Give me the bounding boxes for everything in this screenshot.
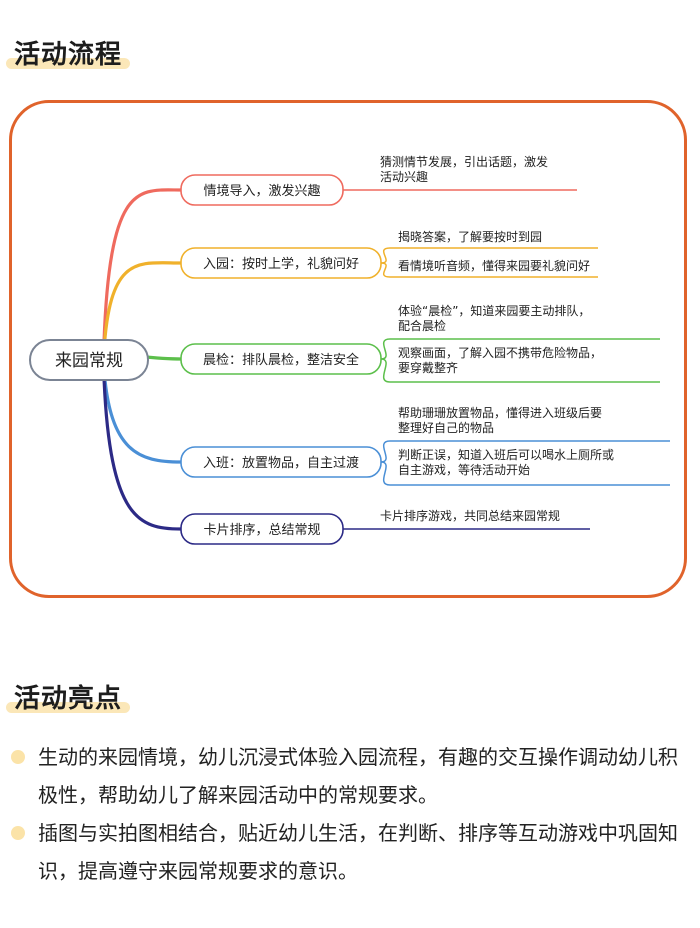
branch-node[interactable]: 卡片排序，总结常规 bbox=[180, 513, 344, 545]
section-title-highlights-text: 活动亮点 bbox=[14, 684, 123, 714]
branch-node-box bbox=[180, 513, 344, 545]
leaf-node: 体验“晨检”，知道来园要主动排队，配合晨检 bbox=[398, 303, 590, 333]
branch-connector bbox=[102, 261, 183, 353]
root-node[interactable]: 来园常规 bbox=[29, 339, 149, 381]
branch-connector bbox=[102, 188, 183, 344]
leaf-text-line: 揭晓答案，了解要按时到园 bbox=[398, 229, 542, 244]
heading-highlight bbox=[6, 58, 131, 69]
leaf-text-line: 看情境听音频，懂得来园要礼貌问好 bbox=[398, 258, 590, 273]
highlight-text: 插图与实拍图相结合，贴近幼儿生活，在判断、排序等互动游戏中巩固知识，提高遵守来园… bbox=[38, 821, 678, 883]
branch-node-label: 卡片排序，总结常规 bbox=[203, 523, 320, 538]
leaf-text-line: 要穿戴整齐 bbox=[398, 360, 458, 375]
leaf-connector bbox=[380, 338, 391, 360]
leaf-text-line: 猜测情节发展，引出话题，激发 bbox=[380, 154, 548, 169]
branch-node-box bbox=[180, 174, 344, 206]
branch-node[interactable]: 入园：按时上学，礼貌问好 bbox=[180, 247, 382, 279]
root-node-box bbox=[29, 339, 149, 381]
heading-highlight bbox=[6, 702, 131, 713]
root-node-label: 来园常规 bbox=[55, 351, 123, 371]
branch-node[interactable]: 晨检：排队晨检，整洁安全 bbox=[180, 343, 382, 375]
leaf-text-line: 判断正误，知道入班后可以喝水上厕所或 bbox=[398, 447, 614, 462]
leaf-connector bbox=[380, 262, 391, 278]
leaf-connector bbox=[380, 461, 391, 486]
mindmap-frame bbox=[9, 100, 687, 598]
highlight-item: 生动的来园情境，幼儿沉浸式体验入园流程，有趣的交互操作调动幼儿积极性，帮助幼儿了… bbox=[0, 738, 700, 814]
branch-node[interactable]: 情境导入，激发兴趣 bbox=[180, 174, 344, 206]
leaf-text-line: 观察画面，了解入园不携带危险物品， bbox=[398, 345, 602, 360]
bullet-dot-icon bbox=[11, 750, 25, 764]
section-title-flow-text: 活动流程 bbox=[14, 40, 123, 70]
leaf-text-line: 整理好自己的物品 bbox=[398, 420, 494, 435]
branch-connector bbox=[102, 367, 183, 464]
branch-node-box bbox=[180, 446, 382, 478]
leaf-text-line: 配合晨检 bbox=[398, 318, 446, 333]
leaf-node: 观察画面，了解入园不携带危险物品，要穿戴整齐 bbox=[398, 345, 602, 375]
leaf-text-line: 自主游戏，等待活动开始 bbox=[398, 463, 530, 477]
leaf-text-line: 卡片排序游戏，共同总结来园常规 bbox=[380, 508, 560, 523]
highlight-text: 生动的来园情境，幼儿沉浸式体验入园流程，有趣的交互操作调动幼儿积极性，帮助幼儿了… bbox=[38, 745, 678, 807]
leaf-node: 卡片排序游戏，共同总结来园常规 bbox=[380, 508, 560, 523]
branch-node-box bbox=[180, 343, 382, 375]
leaf-text-line: 活动兴趣 bbox=[380, 169, 428, 184]
section-title-flow: 活动流程 bbox=[6, 34, 131, 71]
branch-node-box bbox=[180, 247, 382, 279]
branch-node-label: 入班：放置物品，自主过渡 bbox=[203, 455, 359, 471]
leaf-node: 揭晓答案，了解要按时到园 bbox=[398, 229, 542, 244]
highlight-item: 插图与实拍图相结合，贴近幼儿生活，在判断、排序等互动游戏中巩固知识，提高遵守来园… bbox=[0, 814, 700, 890]
branch-node[interactable]: 入班：放置物品，自主过渡 bbox=[180, 446, 382, 478]
section-title-highlights: 活动亮点 bbox=[6, 678, 131, 715]
branch-node-label: 入园：按时上学，礼貌问好 bbox=[203, 256, 359, 272]
branch-node-label: 情境导入，激发兴趣 bbox=[203, 183, 320, 199]
leaf-connector bbox=[380, 440, 391, 463]
leaf-text-line: 体验“晨检”，知道来园要主动排队， bbox=[398, 303, 590, 318]
bullet-dot-icon bbox=[11, 826, 25, 840]
leaf-text-line: 帮助珊珊放置物品，懂得进入班级后要 bbox=[398, 405, 602, 420]
branch-node-label: 晨检：排队晨检，整洁安全 bbox=[203, 352, 359, 368]
leaf-node: 看情境听音频，懂得来园要礼貌问好 bbox=[398, 258, 590, 273]
leaf-connector bbox=[380, 358, 391, 383]
branch-connector bbox=[102, 376, 183, 531]
highlights-list: 生动的来园情境，幼儿沉浸式体验入园流程，有趣的交互操作调动幼儿积极性，帮助幼儿了… bbox=[0, 738, 700, 890]
